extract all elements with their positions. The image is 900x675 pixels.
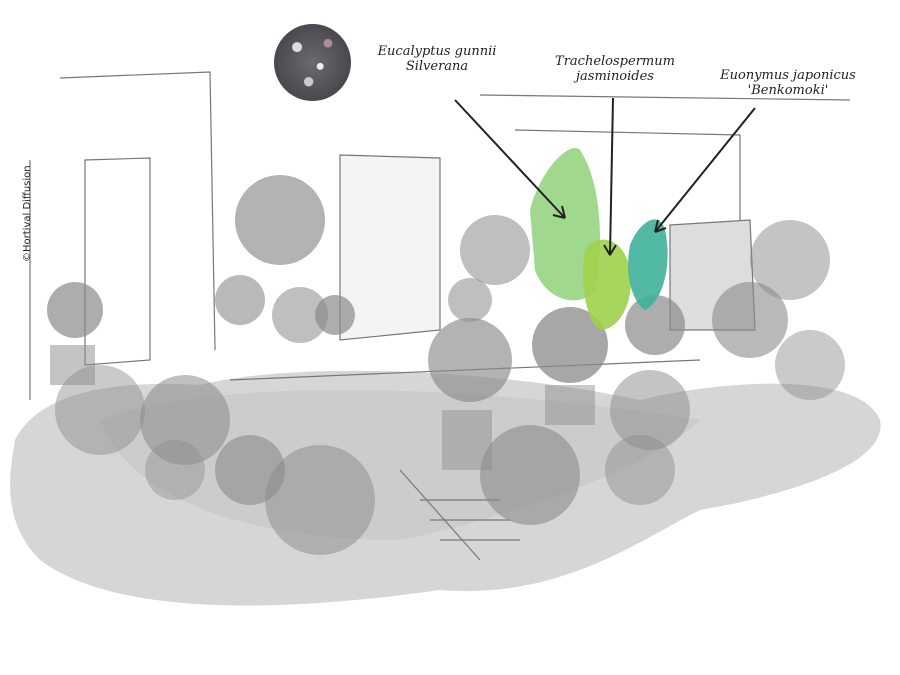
label-line: Eucalyptus gunnii (377, 44, 497, 59)
euonymus-shrub (628, 219, 668, 310)
trachelospermum-shrub (583, 239, 631, 330)
highlighted-plants (530, 148, 668, 330)
copyright-credit: ©Hortival Diffusion (22, 165, 33, 262)
label-trachelospermum: Trachelospermum jasminoides (545, 54, 685, 84)
label-line: Euonymus japonicus (720, 68, 856, 83)
arrow-trachelospermum (609, 97, 614, 256)
callout-arrows (454, 97, 756, 256)
arrow-euonymus (654, 107, 756, 233)
eucalyptus-photo-thumbnail (274, 24, 351, 101)
arrow-eucalyptus (454, 99, 566, 219)
label-line: jasminoides (576, 69, 654, 84)
label-eucalyptus: Eucalyptus gunnii Silverana (362, 44, 512, 74)
label-line: Trachelospermum (555, 54, 675, 69)
plants-grey (47, 175, 845, 555)
label-line: Silverana (405, 59, 469, 74)
eucalyptus-shrub (530, 148, 600, 301)
label-line: 'Benkomoki' (747, 83, 829, 98)
label-euonymus: Euonymus japonicus 'Benkomoki' (708, 68, 868, 98)
